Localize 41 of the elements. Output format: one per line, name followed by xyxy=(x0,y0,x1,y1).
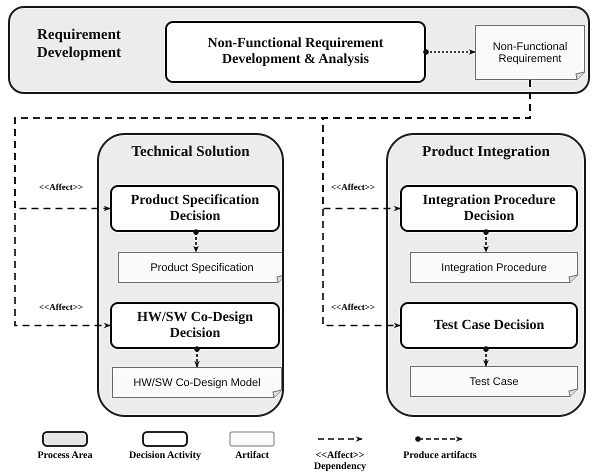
dependency-arrow xyxy=(194,346,200,368)
decision-title: Integration Procedure Decision xyxy=(422,192,556,224)
process-area-title: Technical Solution xyxy=(130,143,251,161)
decision-activity-box xyxy=(110,302,280,349)
legend-label: <<Affect>> Dependency xyxy=(312,450,368,472)
decision-title: Product Specification Decision xyxy=(130,192,260,224)
decision-activity-box xyxy=(400,302,578,349)
process-area-title: Product Integration xyxy=(421,143,551,161)
decision-activity-box xyxy=(110,185,280,232)
artifact-box xyxy=(410,252,578,283)
dependency-arrow xyxy=(483,229,489,253)
edge-label: <<Affect>> xyxy=(38,182,84,192)
legend-label: Artifact xyxy=(234,450,270,461)
artifact-box xyxy=(112,367,282,398)
process-area-panel xyxy=(8,6,590,94)
process-area-title: Requirement Development xyxy=(36,26,122,62)
edge-label: <<Affect>> xyxy=(38,302,84,312)
artifact-box xyxy=(475,25,585,80)
decision-activity-box xyxy=(400,185,578,232)
edge-label: <<Affect>> xyxy=(330,302,376,312)
legend-label: Decision Activity xyxy=(128,450,202,461)
artifact-box xyxy=(410,366,578,397)
artifact-box xyxy=(118,252,282,283)
legend-label: Produce artifacts xyxy=(402,450,478,461)
artifact-title: Non-Functional Requirement xyxy=(492,40,568,64)
edge-label: <<Affect>> xyxy=(330,182,376,192)
dependency-arrow xyxy=(423,49,476,55)
decision-title: Non-Functional Requirement Development & Analysis xyxy=(206,36,384,68)
legend-label: Process Area xyxy=(36,450,94,461)
dependency-arrow xyxy=(322,80,531,328)
artifact-title: HW/SW Co-Design Model xyxy=(133,376,261,388)
process-area-panel xyxy=(386,133,586,417)
artifact-title: Product Specification xyxy=(150,262,254,274)
artifact-title: Test Case xyxy=(470,376,518,388)
decision-title: HW/SW Co-Design Decision xyxy=(136,310,254,342)
dependency-arrow xyxy=(193,229,199,253)
decision-title: Test Case Decision xyxy=(434,318,544,334)
artifact-title: Integration Procedure xyxy=(441,262,547,274)
dependency-arrow xyxy=(483,346,489,367)
decision-activity-box xyxy=(165,21,426,83)
process-area-panel xyxy=(97,133,284,417)
